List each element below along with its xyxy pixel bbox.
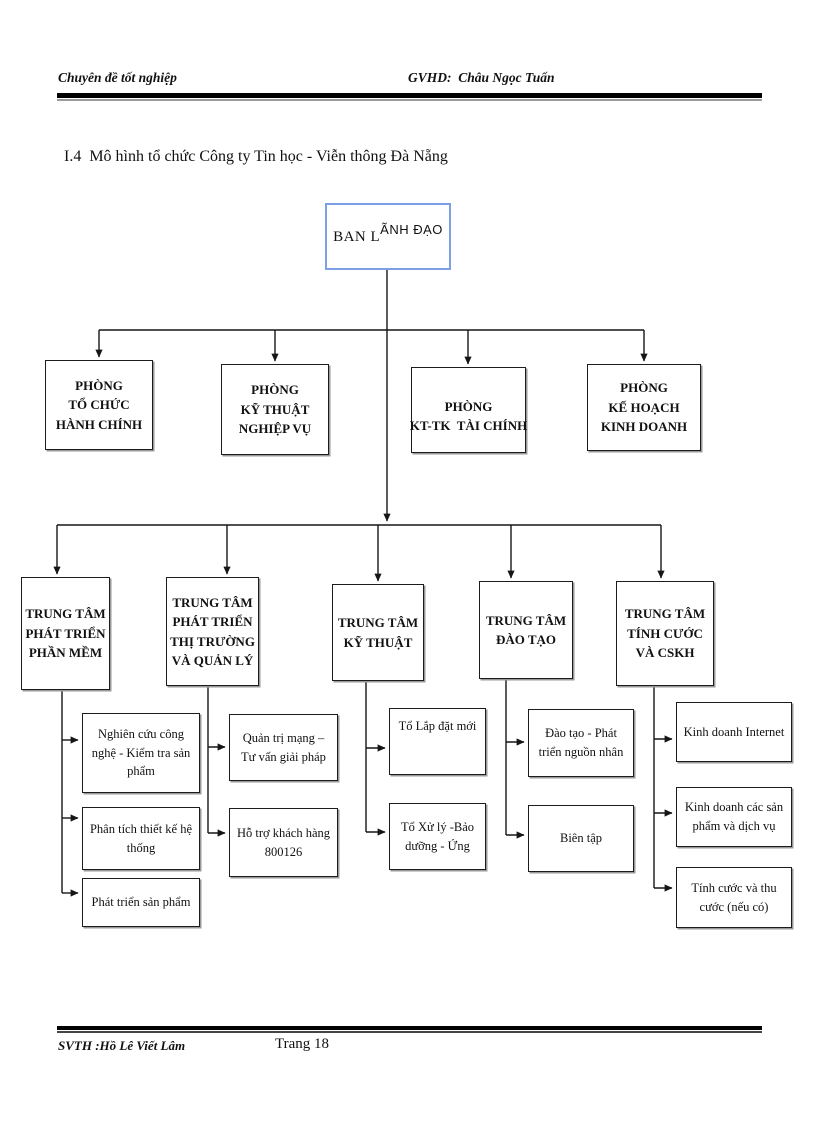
center-label-line: TRUNG TÂM: [172, 594, 253, 610]
footer-rule: [57, 1026, 762, 1033]
dept-label-line: NGHIỆP VỤ: [238, 421, 312, 437]
box-phong-ke-hoach-kinh-doanh: PHÒNG KẾ HOẠCH KINH DOANH: [587, 364, 701, 451]
leaf-nghien-cuu-cong-nghe: Nghiên cứu công nghệ - Kiểm tra sản phẩm: [82, 713, 200, 793]
box-tt-thi-truong-quan-ly: TRUNG TÂM PHÁT TRIỂN THỊ TRƯỜNG VÀ QUẢN …: [166, 577, 259, 686]
center-label-line: PHẦN MỀM: [28, 645, 103, 661]
dept-label-line: TỔ CHỨC: [68, 397, 130, 413]
leaf-label: Nghiên cứu công nghệ - Kiểm tra sản phẩm: [91, 726, 191, 779]
leaf-label: Biên tập: [559, 831, 602, 846]
dept-label-line: KẾ HOẠCH: [608, 399, 680, 415]
leaf-kinh-doanh-internet: Kinh doanh Internet: [676, 702, 792, 762]
box-phong-kt-tk-tai-chinh: PHÒNG KT-TK TÀI CHÍNH: [409, 367, 528, 453]
center-label-line: KỸ THUẬT: [343, 634, 413, 650]
box-phong-to-chuc-hanh-chinh: PHÒNG TỔ CHỨC HÀNH CHÍNH: [45, 360, 153, 450]
box-tt-ky-thuat: TRUNG TÂM KỸ THUẬT: [332, 584, 424, 681]
dept-label-line: PHÒNG: [620, 380, 668, 396]
header-rule-thin: [57, 99, 762, 101]
footer-student: SVTH :Hồ Lê Viết Lâm: [58, 1038, 186, 1053]
center-label-line: TRUNG TÂM: [485, 612, 567, 628]
leaf-bien-tap: Biên tập: [528, 805, 634, 872]
leaf-dao-tao-phat-trien: Đào tạo - Phát triển nguồn nhân: [528, 709, 634, 777]
header-rule: [57, 93, 762, 101]
box-tt-tinh-cuoc-cskh: TRUNG TÂM TÍNH CƯỚC VÀ CSKH: [616, 581, 714, 686]
leaf-label: Kinh doanh các sản phẩm và dịch vụ: [684, 800, 784, 833]
leaf-label: Hỗ trợ khách hàng 800126: [236, 825, 331, 859]
dept-label-line: KINH DOANH: [600, 419, 688, 435]
box-tt-phat-trien-phan-mem: TRUNG TÂM PHÁT TRIỂN PHẦN MỀM: [21, 577, 110, 690]
leaf-label: Kinh doanh Internet: [683, 724, 785, 739]
header-rule-thick: [57, 93, 762, 98]
box-phong-ky-thuat-nghiep-vu: PHÒNG KỸ THUẬT NGHIỆP VỤ: [221, 364, 329, 455]
center-label-line: TÍNH CƯỚC: [627, 625, 703, 641]
leaf-kinh-doanh-san-pham: Kinh doanh các sản phẩm và dịch vụ: [676, 787, 792, 847]
center-label-line: VÀ QUẢN LÝ: [171, 653, 254, 668]
box-tt-dao-tao: TRUNG TÂM ĐÀO TẠO: [479, 581, 573, 679]
leaf-to-lap-dat-moi: Tổ Lắp đặt mới: [389, 708, 486, 775]
center-label-line: TRUNG TÂM: [337, 615, 419, 630]
footer-page-number: Trang 18: [275, 1036, 330, 1052]
leaf-to-xu-ly-bao-duong: Tổ Xử lý -Bảo dưỡng - Ứng: [389, 803, 486, 870]
leaf-tinh-cuoc-thu-cuoc: Tính cước và thu cước (nếu có): [676, 867, 792, 928]
root-box-ban-lanh-dao: BAN LÃNH ĐẠO: [325, 203, 451, 270]
leaf-label: Phát triển sản phẩm: [91, 895, 191, 910]
leaf-phat-trien-san-pham: Phát triển sản phẩm: [82, 878, 200, 927]
center-label-line: ĐÀO TẠO: [495, 632, 557, 647]
root-label-serif-part: BAN L: [333, 228, 381, 245]
leaf-quan-tri-mang: Quản trị mạng – Tư vấn giải pháp: [229, 714, 338, 781]
leaf-ho-tro-khach-hang: Hỗ trợ khách hàng 800126: [229, 808, 338, 877]
section-title: I.4 Mô hình tổ chức Công ty Tin học - Vi…: [64, 148, 448, 165]
dept-label-line: PHÒNG: [75, 377, 123, 393]
dept-label-line: KT-TK TÀI CHÍNH: [409, 418, 528, 433]
header-course-title: Chuyên đề tốt nghiệp: [58, 70, 177, 85]
leaf-label: Tổ Xử lý -Bảo dưỡng - Ứng: [400, 819, 475, 853]
footer-rule-thick: [57, 1026, 762, 1030]
dept-label-line: KỸ THUẬT: [240, 401, 310, 417]
leaf-label: Phân tích thiết kế hệ thống: [89, 821, 193, 855]
leaf-label: Tổ Lắp đặt mới: [398, 719, 477, 733]
root-label-sans-part: ÃNH ĐẠO: [380, 221, 443, 237]
leaf-phan-tich-thiet-ke: Phân tích thiết kế hệ thống: [82, 807, 200, 870]
dept-label-line: PHÒNG: [444, 398, 493, 414]
leaf-label: Đào tạo - Phát triển nguồn nhân: [538, 726, 624, 759]
leaf-label: Tính cước và thu cước (nếu có): [691, 880, 777, 914]
center-label-line: THỊ TRƯỜNG: [170, 633, 255, 649]
header-advisor: GVHD: Châu Ngọc Tuấn: [408, 70, 555, 85]
dept-label-line: HÀNH CHÍNH: [55, 416, 143, 432]
dept-label-line: PHÒNG: [251, 382, 299, 398]
footer-rule-thin: [57, 1031, 762, 1033]
center-label-line: PHÁT TRIỂN: [172, 614, 253, 629]
center-label-line: PHÁT TRIỂN: [25, 625, 106, 641]
center-label-line: TRUNG TÂM: [624, 606, 706, 622]
center-label-line: VÀ CSKH: [635, 645, 695, 661]
root-label: BAN LÃNH ĐẠO: [333, 222, 443, 246]
center-label-line: TRUNG TÂM: [25, 606, 106, 622]
leaf-label: Quản trị mạng – Tư vấn giải pháp: [241, 730, 326, 764]
